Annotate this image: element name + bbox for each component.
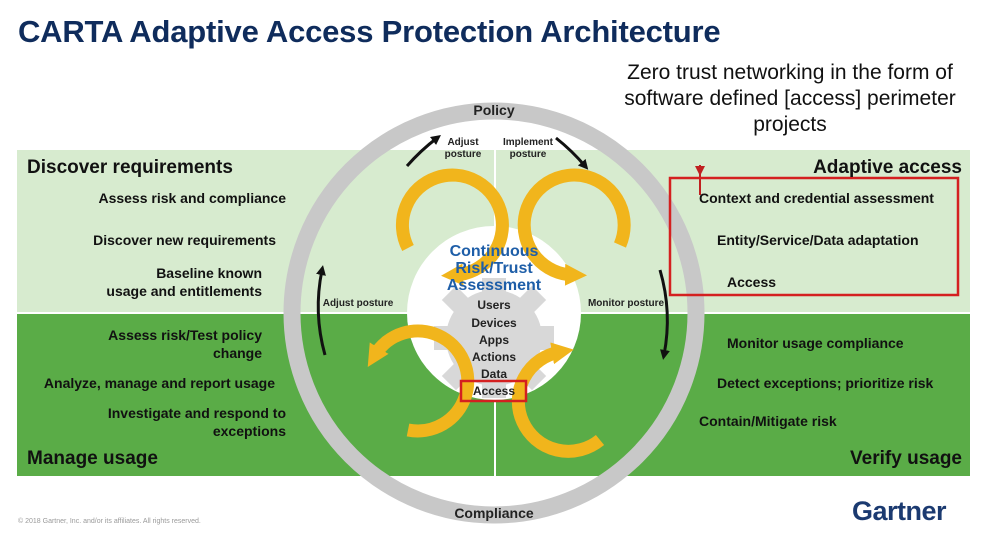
discover-item: Assess risk and compliance <box>98 190 286 206</box>
arrow-monitor-posture <box>658 269 670 360</box>
monitor-posture-label: Monitor posture <box>587 298 665 309</box>
adaptive-access-title: Adaptive access <box>813 157 962 178</box>
discover-item: usage and entitlements <box>106 283 262 299</box>
arrow-adjust-posture-left <box>316 265 327 356</box>
gartner-logo: Gartner <box>852 496 947 526</box>
entity-data: Data <box>480 367 507 381</box>
center-title-line-2: Risk/Trust <box>455 260 533 277</box>
manage-item: Assess risk/Test policy <box>108 327 262 343</box>
manage-item: Analyze, manage and report usage <box>43 375 275 391</box>
callout-text: Zero trust networking in the form of sof… <box>560 60 987 138</box>
adaptive-access-highlight <box>668 176 960 297</box>
center-title-line-1: Continuous <box>449 243 539 260</box>
adaptive-item: Context and credential assessment <box>699 190 934 206</box>
cycle-arrow-bottom-left <box>367 324 475 438</box>
adjust-posture-top-line-1: Adjust <box>447 137 479 148</box>
access-entity-highlight <box>459 379 528 403</box>
continuous-assessment-title: Continuous Risk/Trust Assessment <box>434 243 554 294</box>
verify-usage-title: Verify usage <box>850 448 962 469</box>
adjust-posture-top-label: Adjust posture <box>438 137 488 161</box>
entity-users: Users <box>477 298 511 312</box>
callout-line-3: projects <box>753 113 827 136</box>
adaptive-item: Entity/Service/Data adaptation <box>717 232 919 248</box>
callout-pointer-arrowhead <box>695 166 705 176</box>
implement-posture-line-2: posture <box>509 149 547 160</box>
callout-line-1: Zero trust networking in the form of <box>627 61 953 84</box>
entity-access: Access <box>472 384 516 398</box>
manage-usage-title: Manage usage <box>27 448 158 469</box>
arrow-implement-posture <box>555 136 589 170</box>
adjust-posture-top-line-2: posture <box>444 149 482 160</box>
center-title-line-3: Assessment <box>446 277 542 294</box>
verify-item: Monitor usage compliance <box>727 335 904 351</box>
discover-item: Baseline known <box>156 265 262 281</box>
entity-apps: Apps <box>479 333 509 347</box>
policy-compliance-ring <box>283 102 705 524</box>
callout-line-2: software defined [access] perimeter <box>624 87 956 110</box>
implement-posture-line-1: Implement <box>502 137 553 148</box>
cycle-arrow-top-left <box>395 168 509 286</box>
yellow-cycle-arrows <box>367 168 631 458</box>
slide-title: CARTA Adaptive Access Protection Archite… <box>18 14 721 49</box>
arrow-adjust-posture-top <box>405 134 441 167</box>
compliance-label: Compliance <box>454 505 534 521</box>
policy-label: Policy <box>473 102 515 118</box>
manage-item: Investigate and respond to <box>107 405 286 421</box>
entity-devices: Devices <box>471 316 517 330</box>
implement-posture-label: Implement posture <box>498 137 558 161</box>
entity-actions: Actions <box>471 350 516 364</box>
verify-item: Contain/Mitigate risk <box>699 413 837 429</box>
adaptive-item: Access <box>727 274 777 290</box>
copyright-footer: © 2018 Gartner, Inc. and/or its affiliat… <box>18 518 201 525</box>
adjust-posture-left-label: Adjust posture <box>322 298 394 309</box>
verify-item: Detect exceptions; prioritize risk <box>717 375 934 391</box>
cycle-arrow-top-right <box>517 168 631 286</box>
cycle-arrow-bottom-right <box>511 342 605 458</box>
discover-item: Discover new requirements <box>93 232 276 248</box>
manage-item: change <box>212 345 262 361</box>
manage-item: exceptions <box>212 423 286 439</box>
discover-requirements-title: Discover requirements <box>27 157 233 178</box>
posture-arrows <box>316 134 701 360</box>
